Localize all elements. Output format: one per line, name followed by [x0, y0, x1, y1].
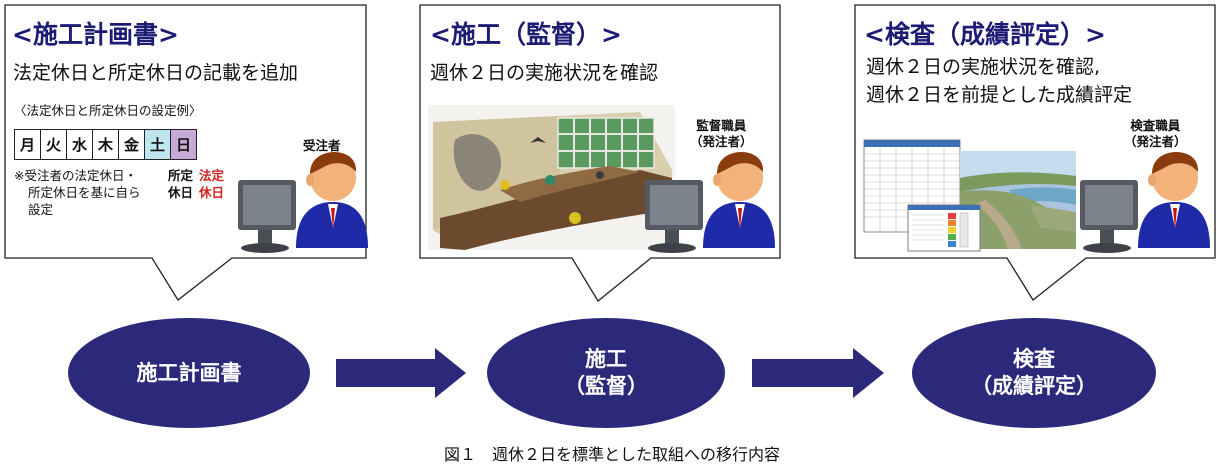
figure-caption: 図１ 週休２日を標準とした取組への移行内容: [443, 445, 780, 464]
holiday-example-subtitle: 〈法定休日と所定休日の設定例〉: [14, 103, 202, 118]
holiday-note: ※受注者の法定休日・ 所定休日を基に自ら 設定: [14, 167, 141, 218]
houtei-holiday-label: 法定 休日: [199, 167, 224, 201]
flow-step-label: 施工計画書: [136, 360, 242, 385]
holiday-note-line: 所定休日を基に自ら: [28, 185, 141, 200]
construction-model-image: [428, 105, 675, 250]
panel-description: 週休２日の実施状況を確認: [430, 62, 659, 84]
weekday-cell: 月: [15, 130, 41, 159]
weekday-cell-saturday: 土: [145, 130, 171, 159]
flow-step-label: 検査: [1013, 347, 1055, 371]
holiday-note-line: 設定: [28, 202, 54, 217]
weekday-cell: 金: [119, 130, 145, 159]
panel-description: 法定休日と所定休日の記載を追加: [13, 62, 299, 84]
flow-oval-1: [68, 318, 310, 428]
holiday-note-line: ※受注者の法定休日・: [14, 168, 137, 183]
flow-step-inspection: 検査 （成績評定）: [912, 318, 1156, 428]
weekday-cell: 水: [67, 130, 93, 159]
flow-oval-3: [912, 318, 1156, 428]
role-label-inspector: 検査職員 （発注者）: [1124, 118, 1187, 150]
person-at-computer-icon: [1080, 152, 1210, 253]
person-at-computer-icon: [645, 152, 775, 253]
houtei-holiday-label-line: 休日: [199, 185, 225, 200]
shotei-holiday-label-line: 休日: [168, 185, 194, 200]
role-label-line: （発注者）: [690, 134, 753, 149]
shotei-holiday-label-line: 所定: [168, 168, 194, 183]
grading-window-image: [907, 204, 981, 252]
panel-description-line: 週休２日の実施状況を確認,: [866, 56, 1101, 78]
panel-description-line: 週休２日を前提とした成績評定: [866, 84, 1133, 106]
person-at-computer-icon: [238, 152, 368, 253]
flow-step-label: （監督）: [564, 374, 648, 398]
flow-step-supervision: 施工 （監督）: [487, 318, 725, 428]
role-label-supervisor: 監督職員 （発注者）: [690, 118, 753, 150]
role-label-line: （発注者）: [1124, 134, 1187, 149]
flow-arrow-1: [336, 348, 466, 398]
weekday-table: 月 火 水 木 金 土 日: [14, 129, 197, 160]
weekday-cell-sunday: 日: [171, 130, 196, 159]
flow-arrow-2: [752, 348, 884, 398]
flow-step-construction-plan: 施工計画書: [68, 318, 310, 428]
role-label-contractor: 受注者: [303, 138, 341, 153]
flow-oval-2: [487, 318, 725, 428]
weekday-cell: 木: [93, 130, 119, 159]
panel-description: 週休２日の実施状況を確認, 週休２日を前提とした成績評定: [866, 53, 1132, 109]
role-label-line: 検査職員: [1130, 118, 1181, 133]
panel-title-supervision: <施工（監督）>: [430, 20, 622, 49]
panel-title-inspection: <検査（成績評定）>: [864, 20, 1106, 49]
panel-title-construction-plan: <施工計画書>: [12, 20, 179, 49]
weekday-cell: 火: [41, 130, 67, 159]
shotei-holiday-label: 所定 休日: [168, 167, 193, 201]
houtei-holiday-label-line: 法定: [199, 168, 225, 183]
flow-step-label: 施工: [585, 347, 627, 371]
role-label-line: 監督職員: [696, 118, 747, 133]
flow-step-label: （成績評定）: [971, 374, 1097, 398]
